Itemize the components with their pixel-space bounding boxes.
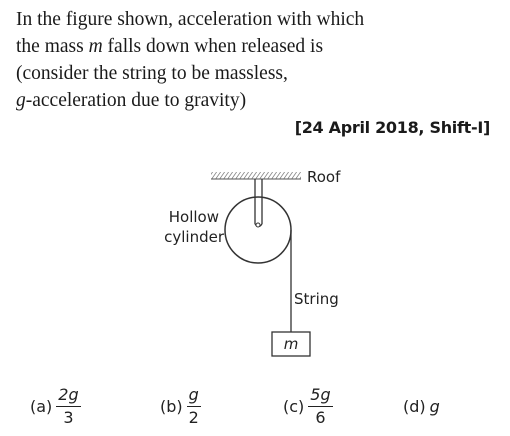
question-line-2: the mass m falls down when released is [16, 33, 500, 60]
string-label: String [294, 290, 339, 308]
axle [255, 222, 261, 228]
question-line-4: g-acceleration due to gravity) [16, 87, 500, 114]
option-a-numerator: 2g [56, 385, 81, 407]
option-c[interactable]: (c) 5g 6 [283, 380, 333, 432]
option-c-denominator: 6 [315, 407, 326, 427]
roof [211, 172, 301, 180]
cylinder-label-line-1: Hollow [169, 208, 219, 226]
option-a[interactable]: (a) 2g 3 [30, 380, 81, 432]
gravity-variable: g [16, 90, 26, 111]
question-line-3: (consider the string to be massless, [16, 63, 288, 84]
option-b-label: (b) [160, 396, 183, 416]
mass-block [271, 331, 311, 357]
option-d-value: g [429, 396, 440, 416]
option-c-numerator: 5g [308, 385, 333, 407]
option-a-denominator: 3 [63, 407, 74, 427]
cylinder-label-line-2: cylinder [164, 228, 225, 246]
option-a-label: (a) [30, 396, 53, 416]
answer-options: (a) 2g 3 (b) g 2 (c) 5g 6 (d) g [0, 380, 510, 436]
cylinder-support [254, 179, 263, 228]
option-b-fraction: g 2 [186, 385, 201, 428]
exam-source: [24 April 2018, Shift-I] [294, 118, 491, 137]
mass-label: m [284, 335, 299, 353]
option-a-fraction: 2g 3 [56, 385, 81, 428]
question-line-2-pre: the mass [16, 36, 89, 57]
roof-label: Roof [307, 168, 341, 186]
question-line-4-post: -acceleration due to gravity) [25, 90, 247, 111]
hollow-cylinder [224, 196, 292, 264]
option-c-fraction: 5g 6 [308, 385, 333, 428]
option-c-label: (c) [283, 396, 305, 416]
question-text: In the figure shown, acceleration with w… [16, 6, 500, 114]
option-b-denominator: 2 [188, 407, 199, 427]
mass-variable: m [88, 36, 103, 57]
option-d-label: (d) [403, 396, 426, 416]
question-line-2-post: falls down when released is [102, 36, 324, 57]
option-b-numerator: g [186, 385, 201, 407]
option-d[interactable]: (d) g [403, 380, 440, 432]
option-b[interactable]: (b) g 2 [160, 380, 201, 432]
question-line-1: In the figure shown, acceleration with w… [16, 9, 365, 30]
